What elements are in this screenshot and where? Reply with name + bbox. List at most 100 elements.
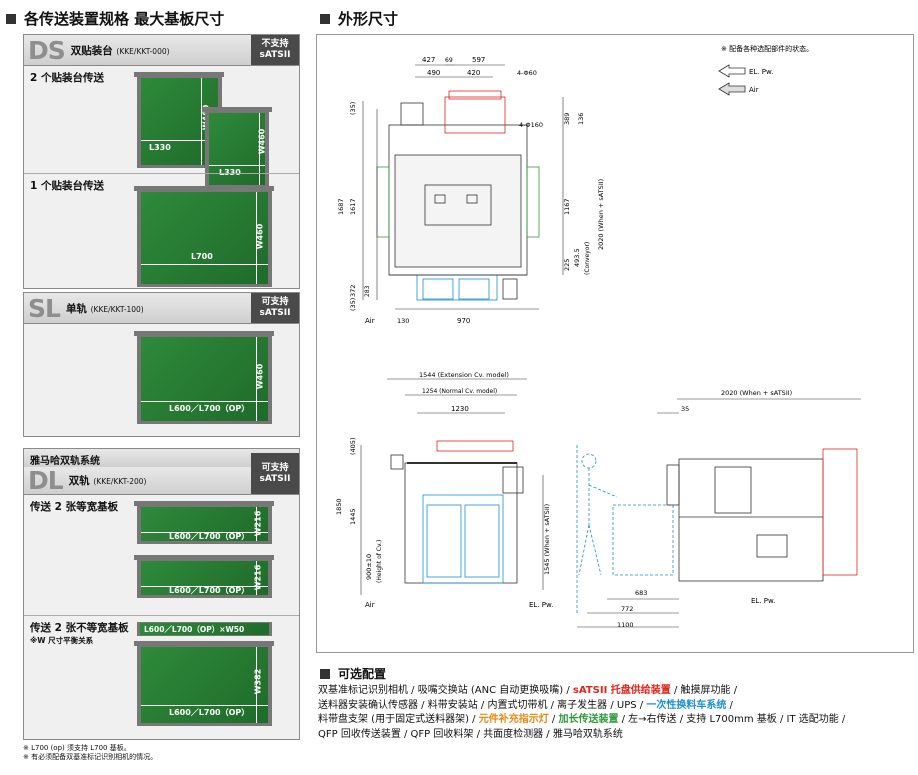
options-line-1: 双基准标记识别相机 / 吸嘴交换站 (ANC 自动更换吸嘴) / sATSII … (318, 684, 914, 699)
dim-phi60: 4-Φ60 (517, 69, 537, 77)
opt-satsii-tray: sATSII 托盘供给装置 (572, 685, 671, 696)
ds-name: 双贴装台 (70, 44, 113, 57)
ds-badge-line1: 不支持 (261, 39, 289, 49)
dim-970: 970 (457, 317, 470, 325)
dim-683: 683 (635, 589, 647, 597)
rear-view-machine (666, 448, 858, 582)
drawing-canvas: ※ 配备各种选配部件的状态。 EL. Pw. Air (335, 44, 861, 629)
ds-model: (KKE/KKT-000) (116, 46, 170, 56)
dim-1617: 1617 (349, 198, 357, 215)
dim-1100: 1100 (617, 621, 634, 629)
opt-text: 送料器安装确认传感器 / 料带安装站 / 内置式切带机 / 离子发生器 / UP… (318, 699, 647, 711)
dl-sub2-text: 传送 2 张不等宽基板 (30, 622, 129, 634)
rail (202, 107, 272, 112)
opt-text: 料带盘支架 (用于固定式送料器架) / (318, 714, 479, 725)
dim-136: 136 (577, 113, 585, 125)
rail (134, 331, 274, 336)
dim-2020-vertical: 2020 (When + sATSII) (597, 179, 605, 250)
rail (134, 555, 274, 560)
side-view-machine (390, 440, 524, 584)
sl-badge-line2: sATSII (259, 308, 291, 318)
air-label-1: Air (365, 317, 375, 325)
dim-69: 69 (445, 57, 453, 64)
dl-badge-line2: sATSII (259, 474, 291, 484)
opt-text: 双基准标记识别相机 / 吸嘴交换站 (ANC 自动更换吸嘴) / (318, 685, 573, 696)
options-line-2: 送料器安装确认传感器 / 料带安装站 / 内置式切带机 / 离子发生器 / UP… (318, 699, 914, 714)
sl-badge-line1: 可支持 (261, 297, 289, 307)
drawing-note: ※ 配备各种选配部件的状态。 (721, 44, 813, 53)
dl-model: (KKE/KKT-200) (93, 477, 147, 486)
ds-title: 双贴装台 (KKE/KKT-000) (71, 43, 170, 58)
legend-el-label: EL. Pw. (749, 68, 773, 76)
opt-text: / 触摸屏功能 / (670, 685, 738, 696)
footnote-2: ※ 有必须配备双基准标记识别相机的情况。 (23, 753, 158, 761)
legend-air-label: Air (749, 86, 759, 94)
board-width-label: W460 (255, 223, 265, 250)
dl-sub2-label: 传送 2 张不等宽基板 ※W 尺寸平衡关系 (30, 620, 129, 646)
dim-1850: 1850 (335, 498, 343, 515)
dim-493-5: 493.5 (573, 248, 581, 267)
air-label-2: Air (365, 601, 375, 609)
ds-badge-line2: sATSII (259, 50, 291, 60)
opt-refill-lamp: 元件补充指示灯 (478, 714, 549, 725)
el-pw-label-2: EL. Pw. (529, 601, 553, 609)
ds-sub-1stage: 1 个贴装台传送 L700 W460 (24, 173, 299, 290)
dim-405: (405) (349, 438, 357, 455)
board-dl-3-top: L600／L700（OP）×W50 (137, 622, 272, 636)
sl-code: SL (28, 293, 61, 323)
dim-1687: 1687 (337, 198, 345, 215)
dim-597: 597 (472, 56, 485, 64)
board-width-label: W216 (253, 564, 263, 591)
board-length-label: L600／L700（OP） (169, 708, 250, 717)
right-title-text: 外形尺寸 (338, 10, 399, 28)
dl-code: DL (28, 466, 64, 495)
bullet-square-icon (320, 13, 330, 24)
dim-372: 372 (349, 285, 357, 297)
footnotes: ※ L700 (op) 须支持 L700 基板。 ※ 有必须配备双基准标记识别相… (23, 744, 157, 762)
board-length-label: L600／L700（OP） (169, 532, 250, 541)
dim-420: 420 (467, 69, 480, 77)
board-width-label: W382 (253, 668, 263, 695)
left-title-text: 各传送装置规格 最大基板尺寸 (24, 10, 225, 28)
el-pw-arrow-icon (718, 64, 746, 78)
operator-figure-icon (576, 445, 674, 615)
board-dl-3: L600／L700（OP） W382 (137, 644, 272, 726)
dl-system-header: 雅马哈双轨系统 (24, 449, 299, 467)
board-sl: L600／L700（OP） W460 (137, 334, 272, 424)
dim-130: 130 (397, 317, 409, 325)
left-section-title: 各传送装置规格 最大基板尺寸 (6, 8, 224, 29)
dim-389: 389 (563, 113, 571, 125)
dim-35b: (35) (349, 298, 357, 311)
dim-772: 772 (621, 605, 633, 613)
dl-sub-equal: 传送 2 张等宽基板 L600／L700（OP） W216 L600／L700（… (24, 495, 299, 615)
dl-sub2-note: ※W 尺寸平衡关系 (30, 636, 94, 645)
dim-427: 427 (422, 56, 435, 64)
rail (134, 641, 274, 646)
dim-283: 283 (364, 285, 371, 297)
options-list: 双基准标记识别相机 / 吸嘴交换站 (ANC 自动更换吸嘴) / sATSII … (318, 684, 914, 742)
footnote-1: ※ L700 (op) 须支持 L700 基板。 (23, 744, 131, 752)
dim-1167: 1167 (563, 198, 571, 215)
opt-text: / (726, 699, 733, 711)
board-length-label: L330 (149, 143, 171, 152)
dl-sub-unequal: 传送 2 张不等宽基板 ※W 尺寸平衡关系 L600／L700（OP）×W50 L… (24, 615, 299, 736)
dim-490: 490 (427, 69, 440, 77)
dim-35a: (35) (349, 102, 357, 115)
options-line-3: 料带盘支架 (用于固定式送料器架) / 元件补充指示灯 / 加长传送装置 / 左… (318, 713, 914, 728)
dim-900: 900±10 (365, 554, 373, 580)
dim-height-cv: (Height of Cv.) (376, 540, 383, 583)
board-width-label: W216 (253, 510, 263, 537)
dl-badge-line1: 可支持 (261, 463, 289, 473)
side-dim-lines (360, 378, 544, 595)
sl-name: 单轨 (65, 302, 87, 315)
air-arrow-icon (718, 82, 746, 96)
board-ds-3: L700 W460 (137, 189, 272, 287)
ds-sub1-label: 2 个贴装台传送 (30, 72, 104, 84)
dl-title: 双轨 (KKE/KKT-200) (69, 473, 147, 488)
